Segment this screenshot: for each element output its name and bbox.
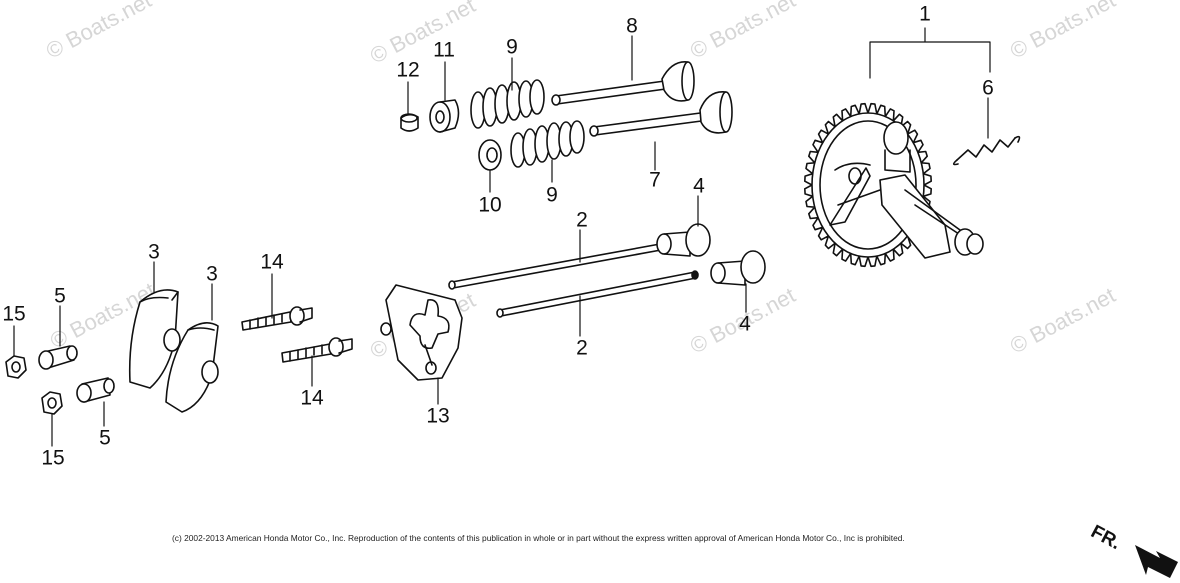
callout-15: 15 (2, 302, 26, 326)
nut-upper (5, 355, 27, 379)
rocker-arm-left (128, 289, 181, 389)
callout-9: 9 (506, 35, 518, 59)
callout-4: 4 (739, 312, 751, 336)
callout-2: 2 (576, 208, 588, 232)
callout-1: 1 (919, 2, 931, 26)
stud-upper (241, 306, 313, 331)
callout-14: 14 (300, 386, 324, 410)
callout-9: 9 (546, 183, 558, 207)
valve-spring-lower (510, 120, 585, 168)
callout-5: 5 (54, 284, 66, 308)
valve-spring-upper (470, 79, 545, 129)
callout-10: 10 (478, 193, 502, 217)
valve-7 (589, 91, 733, 137)
decompressor-spring (952, 135, 1021, 166)
callout-6: 6 (982, 76, 994, 100)
front-direction-arrow (1135, 545, 1178, 578)
pushrod-guide-plate (380, 284, 463, 381)
callout-4: 4 (693, 174, 705, 198)
pushrod-lower (496, 270, 699, 318)
pivot-upper (38, 345, 78, 370)
callout-14: 14 (260, 250, 284, 274)
callout-12: 12 (396, 58, 420, 82)
nut-lower (41, 391, 63, 415)
copyright-notice: (c) 2002-2013 American Honda Motor Co., … (172, 533, 905, 543)
tappet-upper (656, 223, 711, 257)
camshaft-gear (804, 102, 984, 268)
valve-retainer (429, 99, 460, 133)
callout-7: 7 (649, 168, 661, 192)
callout-13: 13 (426, 404, 450, 428)
rocker-arm-right (165, 322, 219, 413)
pivot-lower (76, 377, 115, 403)
pushrod-upper (448, 243, 662, 290)
leader-lines (13, 27, 991, 447)
tappet-lower (710, 250, 766, 286)
valve-rotator (478, 139, 502, 171)
callout-5: 5 (99, 426, 111, 450)
valve-cap (400, 113, 419, 132)
callout-3: 3 (206, 262, 218, 286)
callout-2: 2 (576, 336, 588, 360)
callout-11: 11 (433, 38, 455, 62)
callout-15: 15 (41, 446, 65, 470)
callout-3: 3 (148, 240, 160, 264)
callout-8: 8 (626, 14, 638, 38)
stud-lower (281, 337, 353, 363)
valve-8 (551, 61, 695, 106)
